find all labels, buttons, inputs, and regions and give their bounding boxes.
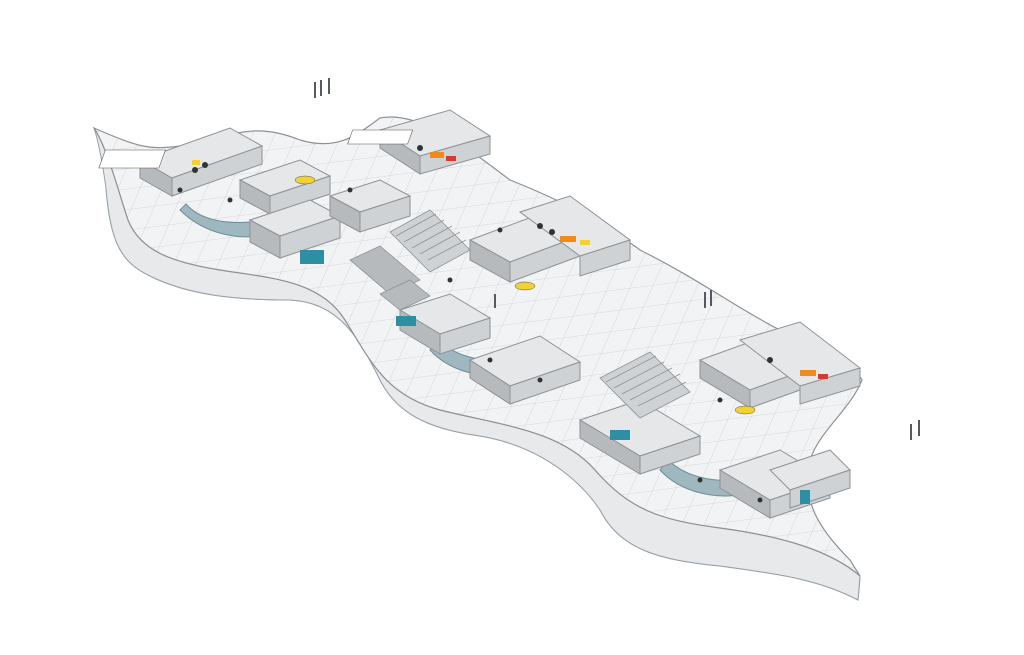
desk-cluster: [300, 250, 810, 504]
stair-3: [349, 245, 431, 311]
desk-cluster: [767, 357, 828, 379]
room-block: [698, 341, 802, 409]
desk-cluster: [347, 129, 456, 161]
stair-1: [389, 209, 471, 273]
column-markers: [314, 78, 920, 440]
stairs: [349, 209, 691, 419]
desk-cluster: [294, 175, 756, 415]
desk-cluster: [177, 187, 763, 503]
room-block: [578, 399, 702, 475]
office-blocks: [138, 109, 862, 519]
room-block: [378, 109, 492, 175]
desk-cluster: [98, 149, 208, 173]
furniture: [98, 129, 828, 504]
room-block: [238, 159, 332, 215]
room-block: [518, 195, 632, 277]
room-block: [328, 179, 412, 233]
room-block: [138, 127, 264, 197]
room-block: [468, 335, 582, 405]
room-block: [738, 321, 862, 405]
desk-cluster: [537, 223, 590, 245]
stair-2: [599, 351, 691, 419]
